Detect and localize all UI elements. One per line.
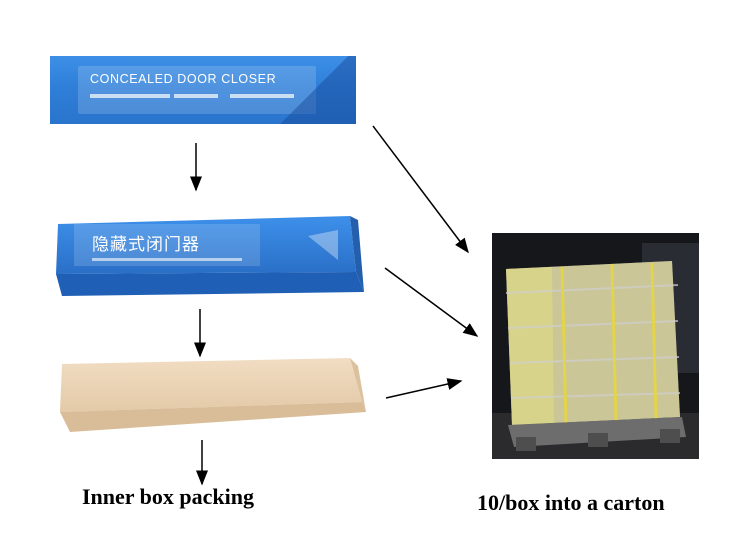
box-stripe	[266, 56, 356, 124]
chinese-label-box: 隐藏式闭门器	[52, 216, 366, 300]
arrow-right	[385, 378, 463, 399]
fine-print	[174, 94, 218, 98]
concealed-door-closer-box: CONCEALED DOOR CLOSER	[50, 56, 356, 124]
box1-title: CONCEALED DOOR CLOSER	[90, 72, 277, 86]
foam-inner-box	[56, 358, 368, 432]
box-label-panel	[78, 66, 316, 114]
fine-print	[90, 94, 170, 98]
inner-box-packing-label: Inner box packing	[82, 484, 254, 509]
arrow-diag-2	[384, 267, 479, 337]
pallet-photo	[492, 233, 699, 459]
fine-print	[230, 94, 294, 98]
arrow-diag-1	[372, 125, 469, 254]
carton-label: 10/box into a carton	[477, 490, 665, 515]
box2-title: 隐藏式闭门器	[92, 235, 200, 254]
